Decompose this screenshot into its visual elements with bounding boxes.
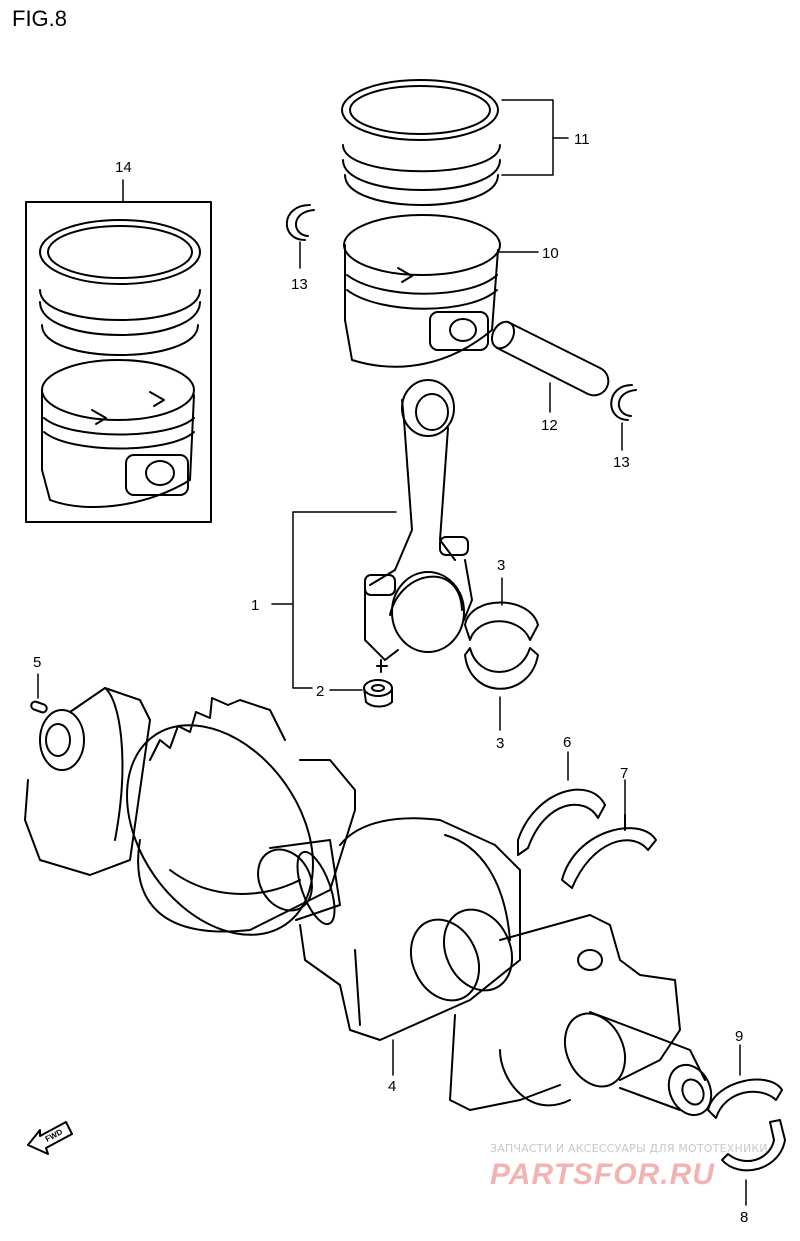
callout-3-lower: 3	[496, 735, 504, 752]
callout-6: 6	[563, 734, 571, 751]
crank-pin-bearing-lower	[464, 647, 539, 731]
callout-8: 8	[740, 1209, 748, 1226]
callout-9: 9	[735, 1028, 743, 1045]
crankshaft-journal-bearing-7	[561, 779, 657, 889]
forward-direction-arrow-icon: FWD	[27, 1121, 73, 1155]
crankshaft-thrust-bearing-8	[721, 1119, 786, 1206]
callout-14: 14	[115, 159, 132, 176]
piston-pin-circlip-right	[610, 384, 637, 451]
crankshaft	[24, 687, 713, 1117]
callout-13-right: 13	[613, 454, 630, 471]
piston-pin	[490, 320, 610, 413]
watermark-logo: PARTSFOR.RU	[490, 1158, 715, 1191]
callout-2: 2	[316, 683, 324, 700]
figure-title: FIG.8	[12, 6, 68, 31]
crankshaft-journal-bearing-6	[517, 751, 606, 856]
callout-12: 12	[541, 417, 558, 434]
crankshaft-dowel-pin	[30, 673, 48, 714]
callout-1: 1	[251, 597, 259, 614]
piston-pin-circlip-left	[285, 204, 315, 269]
crank-pin-bearing-upper	[464, 577, 539, 641]
piston	[343, 214, 539, 368]
callout-4: 4	[388, 1078, 396, 1095]
crankshaft-journal-bearing-9	[707, 1044, 783, 1119]
callout-3-upper: 3	[497, 557, 505, 574]
watermark-tagline: ЗАПЧАСТИ И АКСЕССУАРЫ ДЛЯ МОТОТЕХНИКИ	[490, 1142, 768, 1155]
callout-numbers: 14 11 10 13 12 13 3 1 5 2 3 6 7 9 4 8	[33, 131, 748, 1226]
callout-7: 7	[620, 765, 628, 782]
piston-set-boxed	[25, 179, 212, 523]
connecting-rod-nut	[329, 679, 393, 708]
connecting-rod	[271, 379, 473, 689]
callout-13-left: 13	[291, 276, 308, 293]
callout-10: 10	[542, 245, 559, 262]
callout-11: 11	[574, 131, 590, 148]
piston-rings	[341, 79, 569, 206]
callout-5: 5	[33, 654, 41, 671]
